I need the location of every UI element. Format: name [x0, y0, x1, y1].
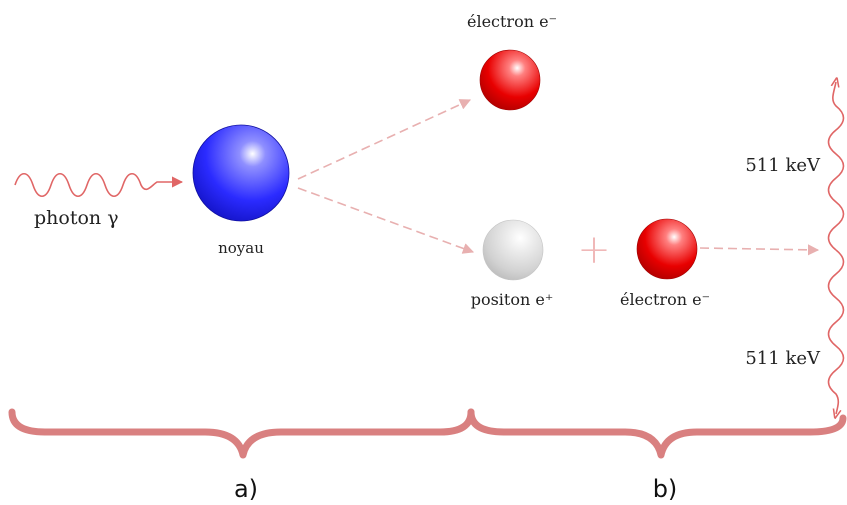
electron-top-sphere [479, 49, 541, 111]
photon-label: photon γ [34, 207, 119, 229]
gamma-wave-up [827, 82, 845, 251]
electron-bottom-label: électron e⁻ [620, 290, 710, 309]
brace-b [467, 408, 847, 459]
part-a-label: a) [234, 475, 258, 503]
energy-bottom-label: 511 keV [745, 348, 821, 369]
electron-top-label: électron e⁻ [467, 12, 557, 31]
plus-sign: + [577, 227, 611, 273]
gamma-wave-down [827, 249, 845, 414]
photon-wave [14, 172, 184, 198]
dashed-arrow-to-annihilation [699, 244, 820, 256]
positron-sphere [482, 219, 544, 281]
energy-top-label: 511 keV [745, 155, 821, 176]
nucleus-label: noyau [218, 239, 264, 257]
dashed-arrow-to-positron [297, 187, 475, 254]
positron-label: positon e⁺ [471, 290, 554, 309]
dashed-arrow-to-electron [297, 99, 472, 180]
nucleus-sphere [192, 124, 290, 222]
electron-bottom-sphere [636, 218, 698, 280]
brace-a [8, 408, 475, 459]
part-b-label: b) [653, 475, 678, 503]
